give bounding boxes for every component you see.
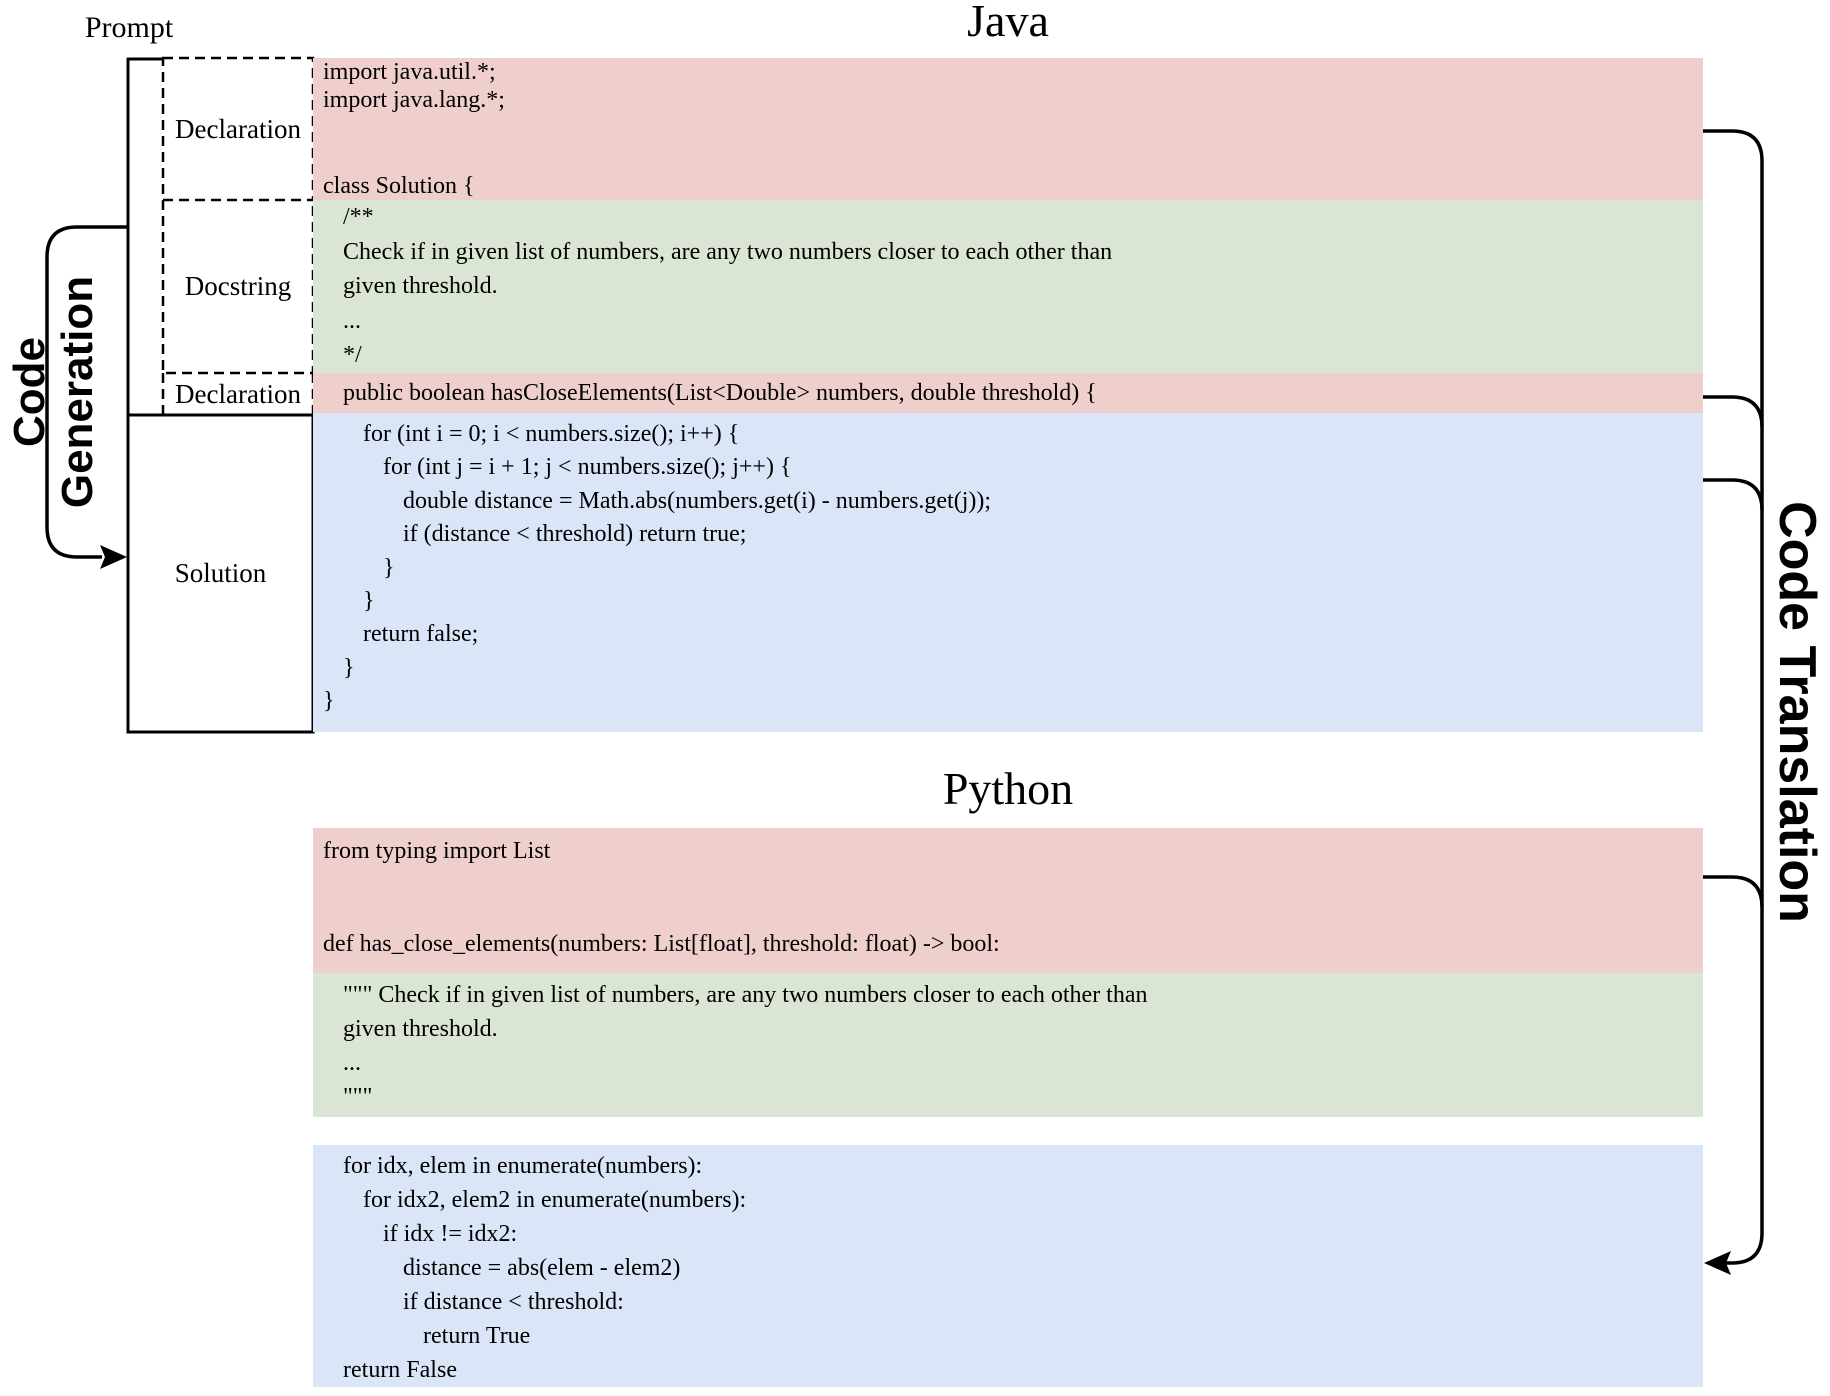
code-line xyxy=(313,867,1703,898)
code-line: given threshold. xyxy=(343,1016,498,1042)
generation-arrow-icon xyxy=(100,545,127,569)
python-declaration-block: from typing import List def has_close_el… xyxy=(313,828,1703,973)
code-line: if distance < threshold: xyxy=(403,1289,624,1315)
python-title: Python xyxy=(942,763,1074,814)
code-generation-label: Code Generation xyxy=(4,252,104,532)
code-line: for (int j = i + 1; j < numbers.size(); … xyxy=(383,454,792,481)
java-declaration-block-2: public boolean hasCloseElements(List<Dou… xyxy=(313,373,1703,413)
label-docstring: Docstring xyxy=(184,271,292,301)
code-translation-label-text: Code Translation xyxy=(1768,501,1826,923)
code-line: given threshold. xyxy=(343,273,498,300)
translation-connector-solution xyxy=(1703,478,1764,511)
python-solution-block: for idx, elem in enumerate(numbers): for … xyxy=(313,1145,1703,1387)
code-line: def has_close_elements(numbers: List[flo… xyxy=(323,931,1000,957)
code-line: ... xyxy=(343,1050,361,1076)
code-line xyxy=(313,143,1703,171)
code-line: public boolean hasCloseElements(List<Dou… xyxy=(343,380,1097,406)
code-line: return false; xyxy=(363,621,479,648)
label-declaration-2: Declaration xyxy=(175,378,301,409)
code-line: } xyxy=(363,588,375,615)
code-generation-label-line2: Generation xyxy=(53,275,102,509)
code-generation-label-line1: Code xyxy=(5,337,54,447)
code-line: return True xyxy=(423,1323,531,1349)
translation-connector-python-prompt xyxy=(1703,875,1764,908)
java-docstring-block: /** Check if in given list of numbers, ar… xyxy=(313,200,1703,373)
code-line: import java.lang.*; xyxy=(323,87,505,114)
code-translation-label: Code Translation xyxy=(1767,472,1827,952)
code-line: } xyxy=(383,554,395,581)
code-line: if idx != idx2: xyxy=(383,1221,518,1247)
java-title: Java xyxy=(967,0,1049,46)
generation-bracket xyxy=(45,225,128,559)
code-line xyxy=(313,115,1703,143)
code-line xyxy=(313,898,1703,929)
translation-bracket-main xyxy=(1703,129,1764,1265)
code-line: ... xyxy=(343,307,361,334)
code-line: } xyxy=(323,688,335,715)
code-line: """ Check if in given list of numbers, a… xyxy=(343,982,1148,1008)
java-declaration-block-1: import java.util.*;import java.lang.*; c… xyxy=(313,58,1703,200)
solution-box xyxy=(126,413,315,734)
java-solution-block: for (int i = 0; i < numbers.size(); i++)… xyxy=(313,413,1703,732)
code-line: from typing import List xyxy=(323,838,551,864)
prompt-label: Prompt xyxy=(84,11,174,44)
code-line: for idx2, elem2 in enumerate(numbers): xyxy=(363,1187,747,1213)
code-line: import java.util.*; xyxy=(323,59,496,85)
code-line: double distance = Math.abs(numbers.get(i… xyxy=(403,487,992,514)
code-line: """ xyxy=(343,1084,373,1110)
code-line: */ xyxy=(343,342,362,369)
code-line: /** xyxy=(343,204,374,230)
translation-arrow-icon xyxy=(1704,1251,1731,1275)
translation-connector-declaration2 xyxy=(1703,395,1764,428)
code-line: } xyxy=(343,654,355,681)
label-declaration-1: Declaration xyxy=(175,113,301,144)
code-line: for (int i = 0; i < numbers.size(); i++)… xyxy=(363,421,740,447)
code-line: Check if in given list of numbers, are a… xyxy=(343,238,1113,265)
code-line: distance = abs(elem - elem2) xyxy=(403,1255,681,1281)
label-solution: Solution xyxy=(174,558,267,588)
python-docstring-block: """ Check if in given list of numbers, a… xyxy=(313,973,1703,1117)
code-line: for idx, elem in enumerate(numbers): xyxy=(343,1153,703,1179)
code-line: if (distance < threshold) return true; xyxy=(403,521,747,548)
code-line: return False xyxy=(343,1357,457,1383)
code-line: class Solution { xyxy=(323,172,475,199)
